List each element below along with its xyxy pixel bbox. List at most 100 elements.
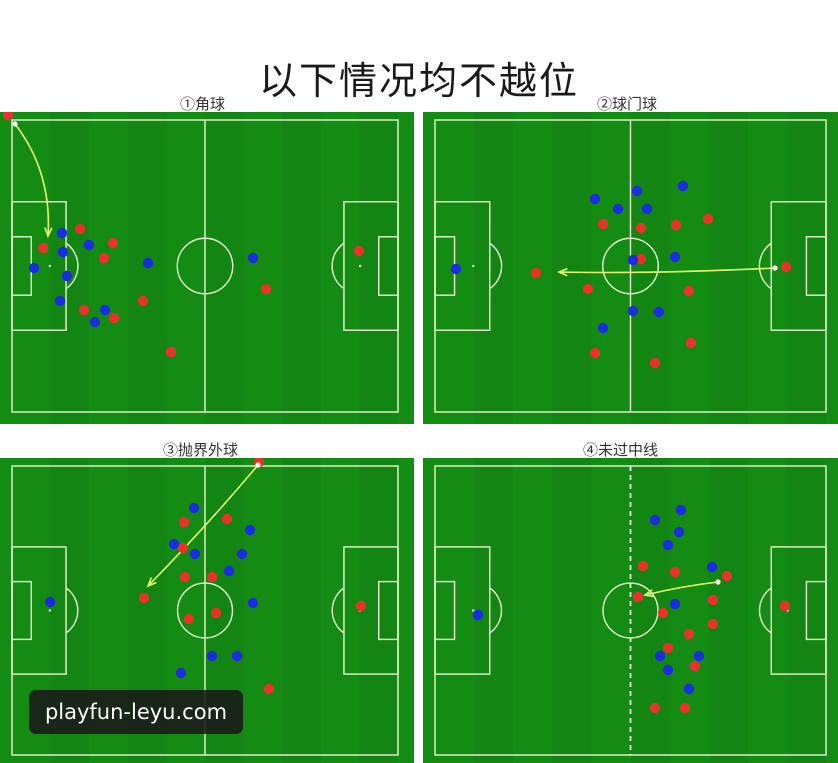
- red-player-dot: [589, 347, 601, 359]
- blue-player-dot: [673, 526, 685, 538]
- ball-marker: [772, 265, 778, 271]
- blue-player-dot: [54, 295, 66, 307]
- blue-player-dot: [89, 316, 101, 328]
- red-player-dot: [78, 304, 90, 316]
- blue-player-dot: [589, 193, 601, 205]
- blue-player-dot: [83, 239, 95, 251]
- red-player-dot: [137, 295, 149, 307]
- red-player-dot: [530, 267, 542, 279]
- red-player-dot: [210, 607, 222, 619]
- red-player-dot: [582, 283, 594, 295]
- red-player-dot: [353, 245, 365, 257]
- penalty-arc-left: [489, 242, 503, 290]
- red-player-dot: [635, 253, 647, 265]
- blue-player-dot: [175, 667, 187, 679]
- blue-player-dot: [206, 650, 218, 662]
- red-player-dot: [98, 252, 110, 264]
- centre-circle: [602, 237, 659, 295]
- pitch-stripe: [474, 458, 514, 763]
- red-player-dot: [177, 542, 189, 554]
- pitch-stripe: [474, 112, 514, 424]
- panel-caption-corner-kick: ①角球: [180, 95, 226, 113]
- red-player-dot: [707, 594, 719, 606]
- red-player-dot: [780, 261, 792, 273]
- blue-player-dot: [693, 650, 705, 662]
- blue-player-dot: [223, 565, 235, 577]
- red-player-dot: [689, 660, 701, 672]
- panel-caption-halfway: ④未过中线: [583, 441, 659, 459]
- penalty-spot-right: [358, 264, 362, 268]
- pitch-diagram-corner-kick: [0, 112, 414, 424]
- red-player-dot: [649, 357, 661, 369]
- blue-player-dot: [669, 251, 681, 263]
- blue-player-dot: [244, 524, 256, 536]
- red-player-dot: [637, 560, 649, 572]
- red-player-dot: [597, 218, 609, 230]
- blue-player-dot: [649, 514, 661, 526]
- penalty-arc-right: [331, 587, 345, 634]
- red-player-dot: [107, 237, 119, 249]
- red-player-dot: [669, 566, 681, 578]
- red-player-dot: [679, 702, 691, 714]
- pitch-grass: [0, 112, 414, 424]
- pitch-stripe: [630, 112, 670, 424]
- blue-player-dot: [247, 597, 259, 609]
- red-player-dot: [263, 683, 275, 695]
- blue-player-dot: [450, 263, 462, 275]
- goal-area-left: [11, 580, 32, 641]
- red-player-dot: [779, 600, 791, 612]
- pass-arrow-head: [44, 227, 53, 239]
- red-player-dot: [2, 112, 14, 121]
- blue-player-dot: [44, 596, 56, 608]
- pass-arrow-head: [146, 577, 157, 588]
- blue-player-dot: [662, 539, 674, 551]
- pitch-stripe: [282, 112, 321, 424]
- red-player-dot: [260, 283, 272, 295]
- red-player-dot: [702, 213, 714, 225]
- blue-player-dot: [231, 650, 243, 662]
- red-player-dot: [635, 222, 647, 234]
- penalty-arc-left: [489, 587, 503, 634]
- blue-player-dot: [236, 548, 248, 560]
- pass-arrow-head: [556, 267, 568, 277]
- pitch-stripe: [205, 112, 244, 424]
- centre-circle: [176, 582, 234, 639]
- watermark-label: playfun-leyu.com: [29, 690, 243, 734]
- red-player-dot: [670, 219, 682, 231]
- penalty-arc-left: [65, 242, 79, 290]
- pitch-stripe: [50, 112, 90, 424]
- blue-player-dot: [472, 609, 484, 621]
- blue-player-dot: [61, 270, 73, 282]
- red-player-dot: [37, 242, 49, 254]
- pitch-stripe: [552, 458, 592, 763]
- red-player-dot: [206, 571, 218, 583]
- pass-arrow-line: [147, 464, 259, 587]
- blue-player-dot: [188, 502, 200, 514]
- pitch-svg: [423, 112, 838, 424]
- pitch-stripe: [708, 458, 748, 763]
- penalty-spot-left: [48, 264, 52, 268]
- panel-caption-goal-kick: ②球门球: [597, 95, 658, 113]
- ball-marker: [12, 121, 18, 127]
- penalty-spot-left: [472, 264, 475, 268]
- blue-player-dot: [597, 322, 609, 334]
- blue-player-dot: [669, 598, 681, 610]
- blue-player-dot: [189, 548, 201, 560]
- penalty-arc-right: [758, 587, 772, 634]
- blue-player-dot: [654, 650, 666, 662]
- blue-player-dot: [247, 252, 259, 264]
- panel-caption-throw-in: ③抛界外球: [163, 441, 239, 459]
- goal-area-right: [805, 236, 827, 296]
- blue-player-dot: [631, 185, 643, 197]
- blue-player-dot: [675, 504, 687, 516]
- pitch-svg: [423, 458, 838, 763]
- red-player-dot: [707, 618, 719, 630]
- goal-area-right: [378, 580, 399, 641]
- blue-player-dot: [168, 538, 180, 550]
- red-player-dot: [721, 570, 733, 582]
- penalty-arc-right: [758, 242, 772, 290]
- red-player-dot: [657, 607, 669, 619]
- blue-player-dot: [627, 305, 639, 317]
- red-player-dot: [178, 516, 190, 528]
- red-player-dot: [221, 513, 233, 525]
